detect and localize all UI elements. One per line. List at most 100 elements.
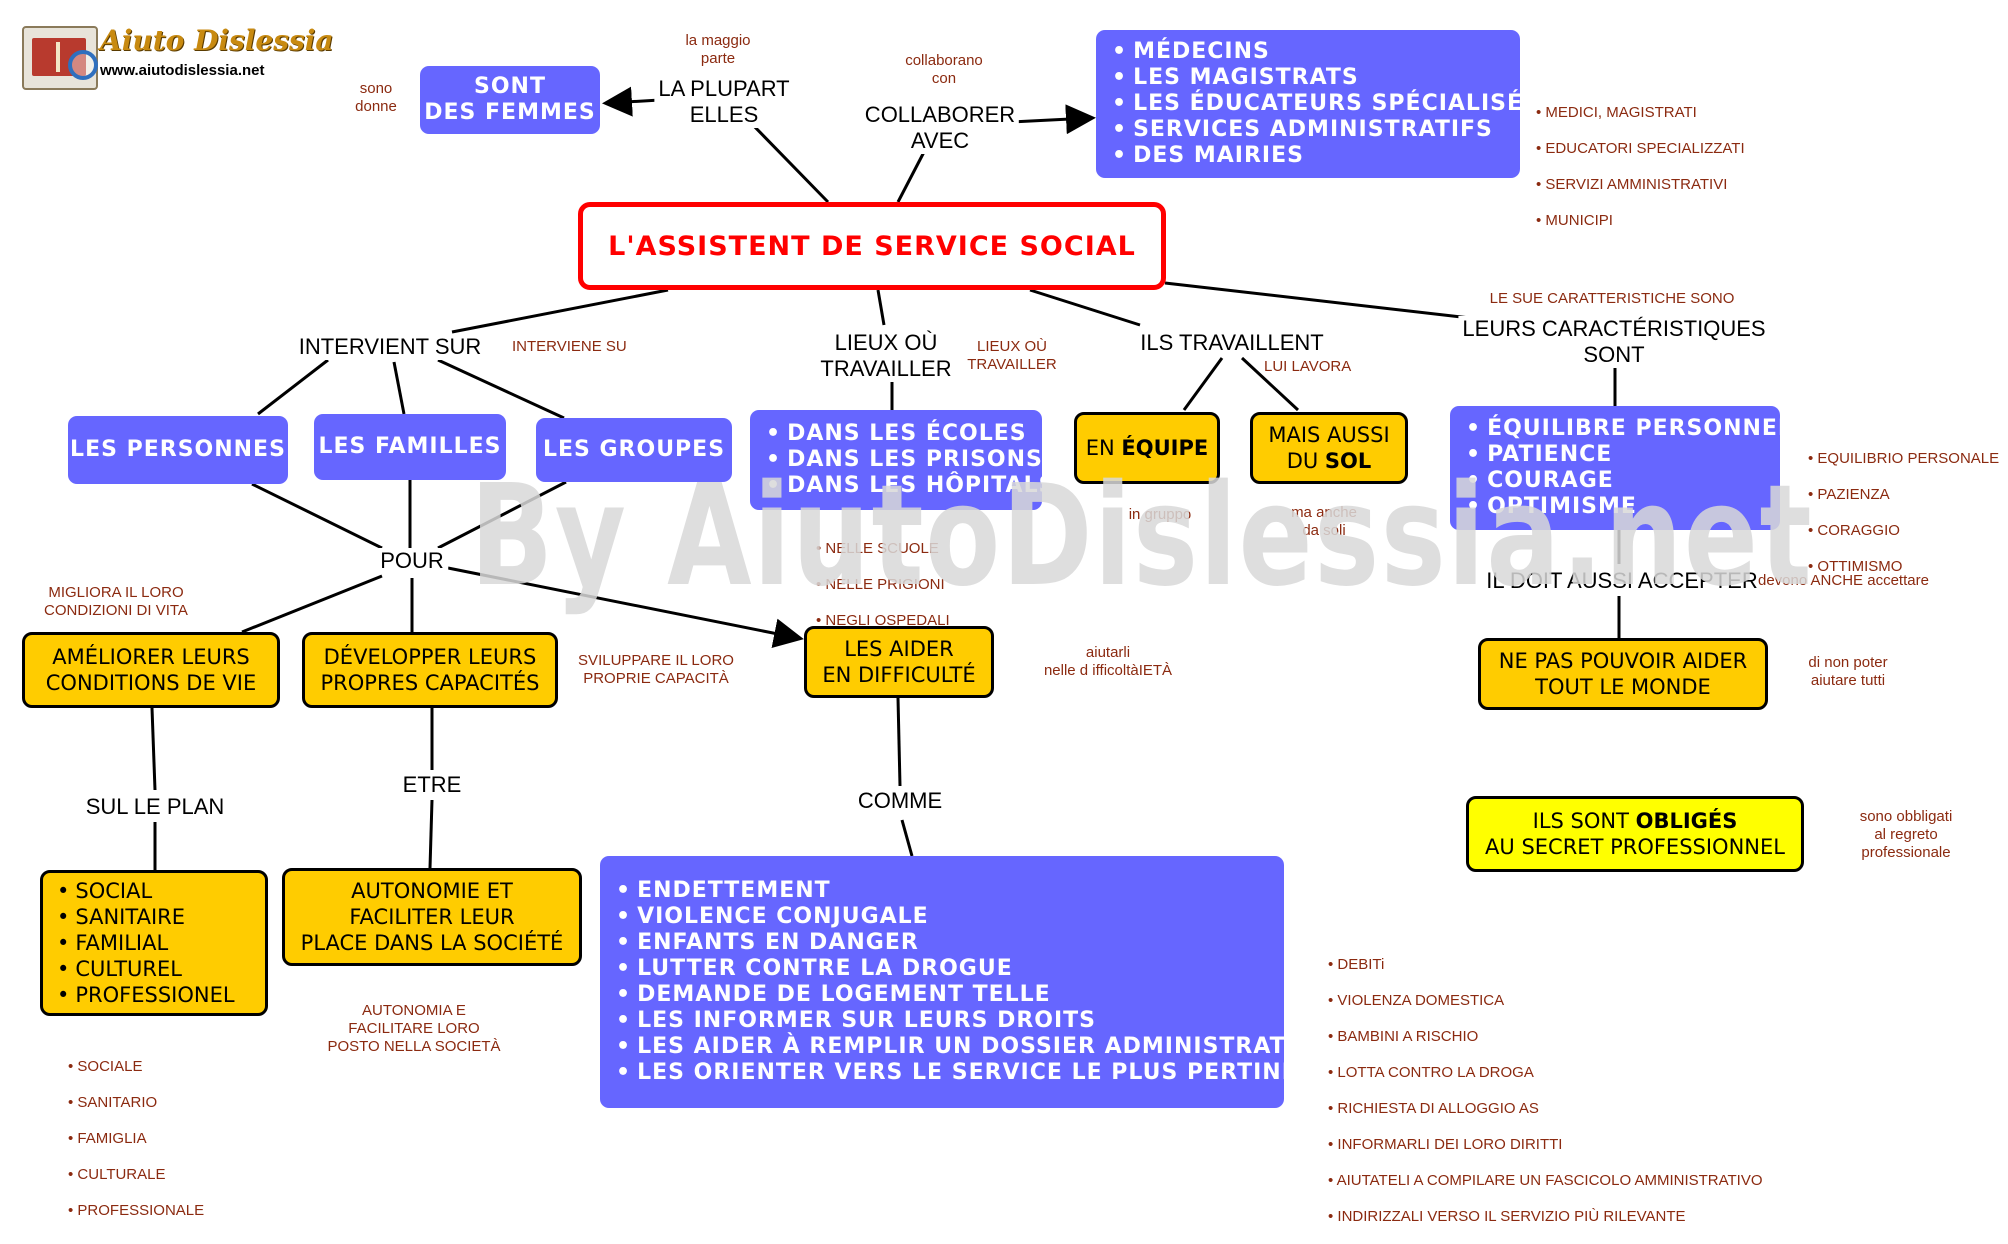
line-main-lieux (876, 289, 886, 326)
comme-item: •LES AIDER À REMPLIR UN DOSSIER ADMINIST… (616, 1034, 1311, 1059)
developper-box: DÉVELOPPER LEURS PROPRES CAPACITÉS (302, 632, 558, 708)
plan-box: •SOCIAL •SANITAIRE •FAMILIAL •CULTUREL •… (40, 870, 268, 1016)
comme-item: •LUTTER CONTRE LA DROGUE (616, 956, 1013, 981)
ameliorer-box: AMÉLIORER LEURS CONDITIONS DE VIE (22, 632, 280, 708)
comme-item: •DEMANDE DE LOGEMENT TELLE (616, 982, 1051, 1007)
collaborer-label: COLLABORER AVEC (860, 102, 1020, 154)
lieu-item: •DANS LES ÉCOLES (766, 421, 1027, 446)
plupart-label: LA PLUPART ELLES (654, 76, 794, 128)
collaborer-translation: collaborano con (905, 52, 983, 87)
comme-item: •LES INFORMER SUR LEURS DROITS (616, 1008, 1097, 1033)
travaillent-translation: LUI LAVORA (1264, 358, 1352, 375)
caract-translation: LE SUE CARATTERISTICHE SONO (1489, 290, 1735, 307)
aider-translation: aiutarli nelle d ifficoltàIETÀ (1043, 644, 1173, 679)
caract-item: •OPTIMISME (1466, 494, 1637, 519)
aider-box: LES AIDER EN DIFFICULTÉ (804, 626, 994, 698)
accepter-translation: devono ANCHE accettare (1758, 572, 1929, 589)
secret-box: ILS SONT OBLIGÉS AU SECRET PROFESSIONNEL (1466, 796, 1804, 872)
lieux-translation: LIEUX OÙ TRAVAILLER (967, 338, 1057, 373)
lieux-box: •DANS LES ÉCOLES •DANS LES PRISONS •DANS… (750, 410, 1056, 510)
lieux-label: LIEUX OÙ TRAVAILLER (816, 330, 956, 382)
line-travaillent-sol (1240, 356, 1300, 412)
developper-translation: SVILUPPARE IL LORO PROPRIE CAPACITÀ (578, 652, 734, 687)
secret-translation: sono obbligati al regreto professionale (1859, 808, 1953, 861)
central-node: L'ASSISTENT DE SERVICE SOCIAL (578, 202, 1166, 290)
line-etre-box (428, 799, 434, 869)
caract-box: •ÉQUILIBRE PERSONNEL •PATIENCE •COURAGE … (1450, 406, 1793, 530)
line-travaillent-equipe (1182, 357, 1224, 411)
plan-item: •FAMILIAL (57, 931, 169, 955)
line-main-caract (1164, 281, 1471, 320)
target-groupes: LES GROUPES (536, 418, 732, 482)
caract-item: •PATIENCE (1466, 442, 1613, 467)
femmes-box: SONT DES FEMMES (420, 66, 600, 134)
ne-pas-translation: di non poter aiutare tutti (1808, 654, 1888, 689)
plan-item: •PROFESSIONEL (57, 983, 235, 1007)
etre-label: ETRE (398, 772, 466, 798)
arrow-pour-aider (447, 566, 804, 649)
line-main-plupart (748, 120, 830, 204)
lieu-item: •DANS LES HÔPITALS (766, 473, 1056, 498)
concept-map: Aiuto Dislessia www.aiutodislessia.net L… (22, 24, 2000, 1225)
comme-item: •ENFANTS EN DANGER (616, 930, 919, 955)
line-pour-ameliorer (241, 574, 383, 634)
comme-box: •ENDETTEMENT •VIOLENCE CONJUGALE •ENFANT… (600, 856, 1334, 1108)
line-aider-comme (896, 697, 902, 787)
plan-item: •CULTUREL (57, 957, 182, 981)
line-main-travaillent (1029, 288, 1141, 327)
comme-item: •ENDETTEMENT (616, 878, 831, 903)
collaborator-item: •SERVICES ADMINISTRATIFS (1112, 117, 1493, 142)
arrow-plupart-femmes (602, 86, 661, 117)
line-main-intervient (451, 288, 669, 334)
target-personnes: LES PERSONNES (68, 416, 288, 484)
line-comme-box (900, 819, 914, 857)
line-main-collaborer (896, 151, 926, 203)
collaborator-item: •LES ÉDUCATEURS SPÉCIALISÉS (1112, 91, 1540, 116)
line-intervient-groupes (437, 358, 565, 420)
ne-pas-box: NE PAS POUVOIR AIDER TOUT LE MONDE (1478, 638, 1768, 710)
collaborators-box: •MÉDECINS •LES MAGISTRATS •LES ÉDUCATEUR… (1096, 30, 1540, 178)
plupart-translation: la maggio parte (685, 32, 751, 67)
sol-translation: ma anche da soli (1291, 504, 1357, 539)
line-intervient-personnes (257, 358, 329, 416)
travaillent-label: ILS TRAVAILLENT (1136, 330, 1328, 356)
plan-item: •SOCIAL (57, 879, 153, 903)
collaborators-translation: • MEDICI, MAGISTRATI • EDUCATORI SPECIAL… (1536, 104, 1745, 229)
plan-item: •SANITAIRE (57, 905, 185, 929)
logo-title: Aiuto Dislessia (100, 24, 334, 57)
pour-label: POUR (376, 548, 448, 574)
line-intervient-familles (392, 361, 406, 415)
arrow-collaborer-list (1011, 104, 1096, 135)
femmes-translation: sono donne (355, 80, 397, 115)
intervient-label: INTERVIENT SUR (294, 334, 486, 360)
intervient-translation: INTERVIENE SU (512, 338, 627, 355)
autonomie-box: AUTONOMIE ET FACILITER LEUR PLACE DANS L… (282, 868, 582, 966)
accepter-label: IL DOIT AUSSI ACCEPTER (1482, 568, 1762, 594)
logo-image (22, 26, 98, 90)
line-ameliorer-plan (150, 707, 157, 791)
caract-items-translation: • EQUILIBRIO PERSONALE • PAZIENZA • CORA… (1808, 450, 2000, 575)
target-familles: LES FAMILLES (314, 414, 506, 480)
comme-label: COMME (853, 788, 947, 814)
caract-item: •COURAGE (1466, 468, 1614, 493)
logo-url: www.aiutodislessia.net (100, 62, 265, 79)
plan-translation: • SOCIALE • SANITARIO • FAMIGLIA • CULTU… (68, 1058, 205, 1219)
comme-item: •LES ORIENTER VERS LE SERVICE LE PLUS PE… (616, 1060, 1334, 1085)
autonomie-translation: AUTONOMIA E FACILITARE LORO POSTO NELLA … (327, 1002, 501, 1055)
line-groupes-pour (437, 480, 567, 550)
equipe-translation: in gruppo (1128, 506, 1192, 523)
collaborator-item: •DES MAIRIES (1112, 143, 1304, 168)
caract-item: •ÉQUILIBRE PERSONNEL (1466, 416, 1793, 441)
sul-plan-label: SUL LE PLAN (81, 794, 229, 820)
line-personnes-pour (251, 482, 383, 550)
collaborator-item: •LES MAGISTRATS (1112, 65, 1359, 90)
lieu-item: •DANS LES PRISONS (766, 447, 1043, 472)
lieux-items-translation: • NELLE SCUOLE • NELLE PRIGIONI • NEGLI … (816, 540, 950, 629)
sol-box: MAIS AUSSI DU SOL (1250, 412, 1408, 484)
comme-item: •VIOLENCE CONJUGALE (616, 904, 929, 929)
comme-translation: • DEBITi • VIOLENZA DOMESTICA • BAMBINI … (1328, 956, 1763, 1225)
equipe-box: EN ÉQUIPE (1074, 412, 1220, 484)
collaborator-item: •MÉDECINS (1112, 39, 1270, 64)
caract-label: LEURS CARACTÉRISTIQUES SONT (1458, 316, 1770, 368)
magnifier-icon (68, 50, 98, 80)
